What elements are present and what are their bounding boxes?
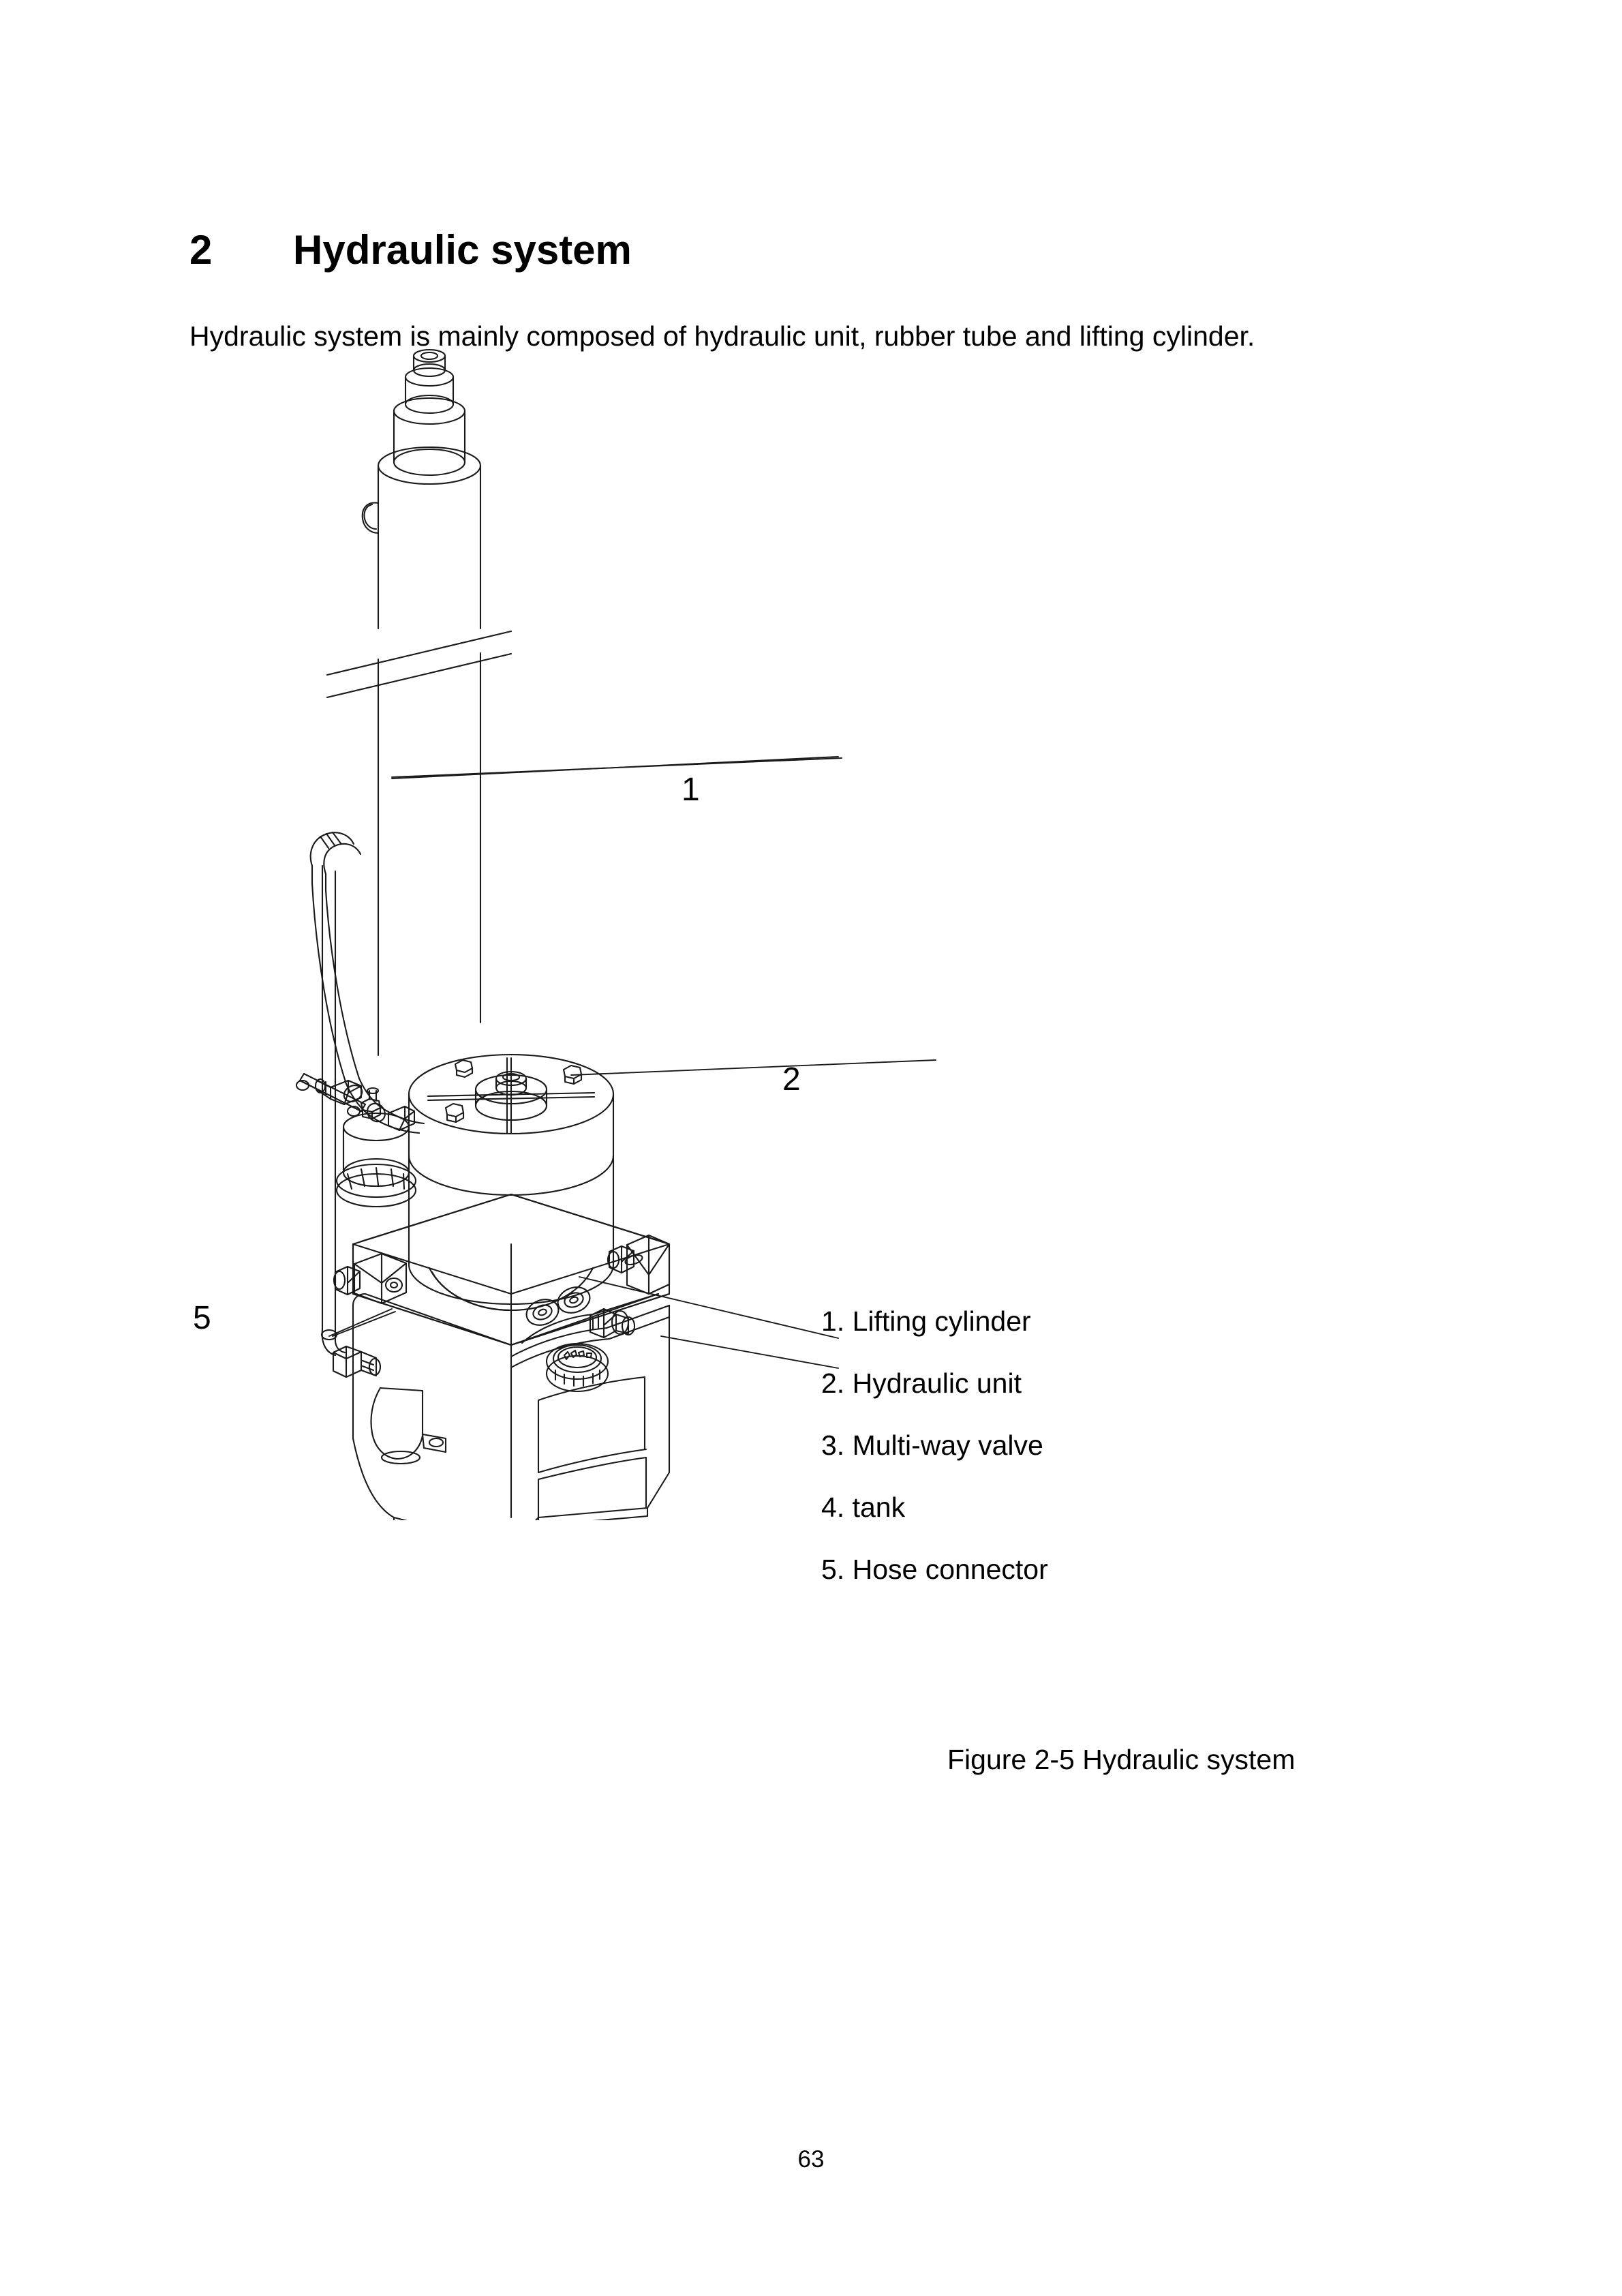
figure-caption: Figure 2-5 Hydraulic system — [947, 1744, 1296, 1775]
lifting-cylinder-drawing — [327, 350, 842, 1055]
figure-hydraulic-system: 1 2 5 1. Lifting cylinder 2. Hydraulic u… — [0, 320, 1622, 1775]
callout-number-5: 5 — [193, 1300, 211, 1336]
callout-number-1: 1 — [682, 772, 700, 808]
page-title: 2 Hydraulic system — [189, 226, 632, 273]
solenoid-valve-assembly-drawing — [316, 1078, 416, 1207]
legend-item-lifting-cylinder: 1. Lifting cylinder — [821, 1305, 1031, 1337]
callout-number-2: 2 — [782, 1061, 801, 1098]
tank-filler-cap — [547, 1344, 608, 1391]
figure-legend: 1. Lifting cylinder 2. Hydraulic unit 3.… — [821, 1308, 1244, 1584]
legend-item-tank: 4. tank — [821, 1492, 906, 1523]
tank-drain-housing — [371, 1388, 446, 1464]
tank-drawing — [353, 1294, 838, 1520]
section-title-text: Hydraulic system — [293, 227, 632, 273]
legend-item-multi-way-valve: 3. Multi-way valve — [821, 1430, 1043, 1461]
motor-top-bolt-left — [446, 1104, 463, 1122]
legend-item-hose-connector: 5. Hose connector — [821, 1554, 1048, 1585]
intro-paragraph: Hydraulic system is mainly composed of h… — [189, 320, 1255, 352]
page-number: 63 — [797, 2146, 825, 2173]
hydraulic-system-line-drawing — [157, 320, 961, 1520]
section-number: 2 — [189, 227, 213, 273]
hydraulic-unit-motor-drawing — [409, 1055, 613, 1304]
callout-leader-lines — [329, 757, 936, 1336]
motor-top-bolt-rear — [455, 1060, 472, 1077]
legend-item-hydraulic-unit: 2. Hydraulic unit — [821, 1368, 1022, 1399]
